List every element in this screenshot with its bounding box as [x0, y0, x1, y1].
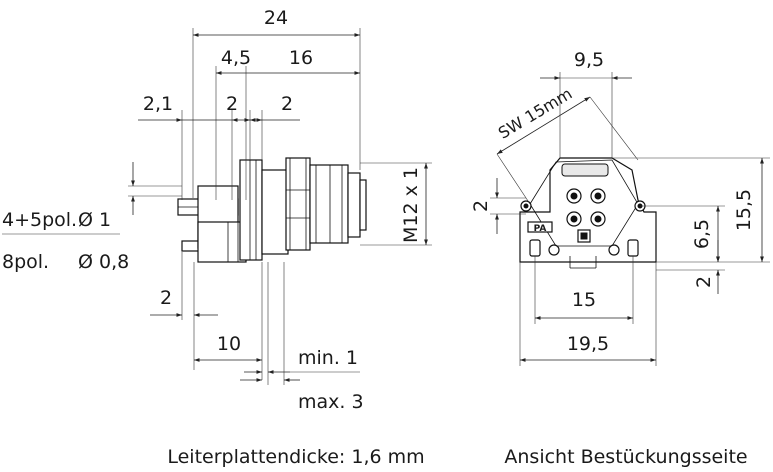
pin-diameter-0-8: Ø 0,8 [78, 251, 129, 273]
dim-thread-m12: M12 x 1 [400, 167, 422, 243]
dim-total-length: 24 [264, 7, 288, 29]
lower-pin-right [627, 239, 639, 257]
caption-pcb-thickness: Leiterplattendicke: 1,6 mm [167, 446, 424, 468]
dim-6-5: 6,5 [691, 219, 713, 249]
pin-label-8pol: 8pol. [2, 251, 49, 273]
side-connector-body [177, 157, 367, 263]
pin-diameter-1: Ø 1 [78, 209, 111, 231]
front-view: PA 9,5 SW 15mm 2 [470, 49, 770, 468]
dim-2-front-right: 2 [693, 276, 715, 288]
dim-2-right: 2 [281, 93, 293, 115]
dim-min: min. 1 [298, 347, 358, 369]
pa-marking-box [527, 221, 553, 233]
dim-15: 15 [572, 289, 596, 311]
pin-label-4-5pol: 4+5pol. [2, 209, 77, 231]
pa-marking: PA [534, 224, 547, 234]
dim-4-5: 4,5 [221, 47, 251, 69]
dim-19-5: 19,5 [567, 333, 609, 355]
dim-9-5: 9,5 [574, 49, 604, 71]
side-view: 24 4,5 16 2,1 2 2 4+5pol. Ø 1 8pol. Ø 0,… [2, 7, 432, 468]
dim-2-bottom: 2 [160, 287, 172, 309]
dim-15-5: 15,5 [733, 189, 755, 231]
caption-front-view: Ansicht Bestückungsseite [504, 446, 747, 468]
dim-10: 10 [217, 333, 241, 355]
dim-2-left: 2 [226, 93, 238, 115]
dim-2-front-left: 2 [470, 200, 492, 212]
dim-max: max. 3 [298, 391, 364, 413]
front-connector-body: PA [519, 157, 657, 269]
lower-pin-left [529, 239, 541, 257]
dim-16: 16 [289, 47, 313, 69]
dim-2-1: 2,1 [143, 93, 173, 115]
